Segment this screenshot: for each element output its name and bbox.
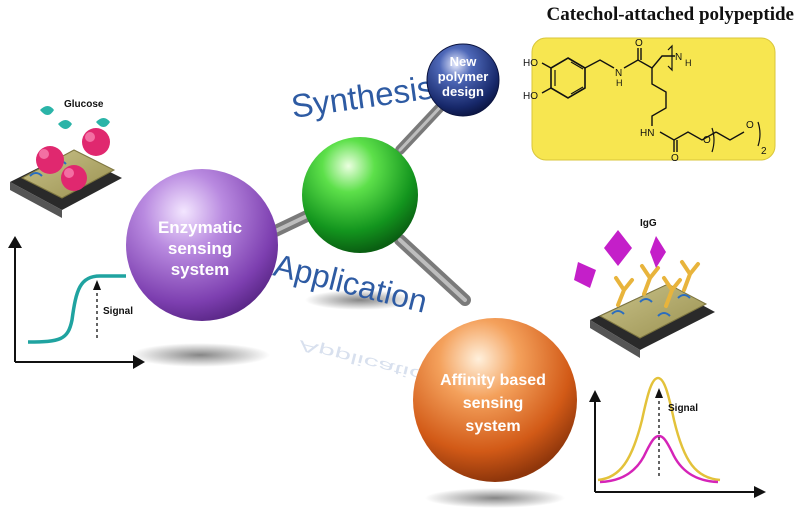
- chem-ho-1: HO: [523, 58, 538, 69]
- chemical-structure-panel: HO HO N H O N H HN O O O 2: [523, 37, 776, 164]
- affinity-signal-curve-low: [599, 434, 719, 484]
- enzymatic-line3: system: [171, 260, 230, 279]
- sphere-hub: [302, 137, 418, 253]
- glucose-label: Glucose: [64, 99, 104, 110]
- chem-subscript-2: 2: [761, 146, 767, 157]
- affinity-line3: system: [465, 418, 520, 435]
- igg-sensor-illustration: IgG: [574, 218, 715, 358]
- chem-backbone-n: N: [675, 52, 682, 63]
- shadow-hub: [305, 290, 415, 310]
- sphere-new-polymer-design: New polymer design: [426, 43, 500, 117]
- shadow-affinity: [425, 488, 565, 508]
- signal-label-left: Signal: [103, 306, 133, 317]
- sphere-enzymatic: Enzymatic sensing system: [126, 169, 278, 321]
- sphere-affinity: Affinity based sensing system: [413, 318, 577, 482]
- chem-o-ester: O: [671, 153, 679, 164]
- affinity-signal-curve-high: [597, 376, 721, 482]
- chem-ho-2: HO: [523, 91, 538, 102]
- synthesis-label: Synthesis: [289, 68, 436, 125]
- polymer-line1: New: [450, 54, 478, 69]
- chem-o-ether: O: [703, 135, 711, 146]
- polymer-line2: polymer: [438, 69, 489, 84]
- enzymatic-line1: Enzymatic: [158, 218, 242, 237]
- chem-backbone-h: H: [685, 58, 692, 68]
- chem-amide-h: H: [616, 78, 623, 88]
- chem-amide-n: N: [615, 68, 622, 79]
- enzymatic-line2: sensing: [168, 239, 232, 258]
- chem-side-hn: HN: [640, 128, 654, 139]
- chem-o-top: O: [635, 38, 643, 49]
- shadow-enzymatic: [130, 343, 270, 367]
- polymer-line3: design: [442, 84, 484, 99]
- glucose-sensor-illustration: Glucose: [10, 99, 122, 218]
- enzymatic-signal-curve: [27, 274, 126, 344]
- affinity-line1: Affinity based: [440, 372, 546, 389]
- affinity-line2: sensing: [463, 395, 523, 412]
- igg-label: IgG: [640, 218, 657, 229]
- title-catechol-polypeptide: Catechol-attached polypeptide: [546, 4, 794, 25]
- chem-o-end: O: [746, 120, 754, 131]
- signal-label-right: Signal: [668, 403, 698, 414]
- affinity-signal-plot: Signal: [589, 376, 766, 498]
- enzymatic-signal-plot: Signal: [8, 236, 145, 369]
